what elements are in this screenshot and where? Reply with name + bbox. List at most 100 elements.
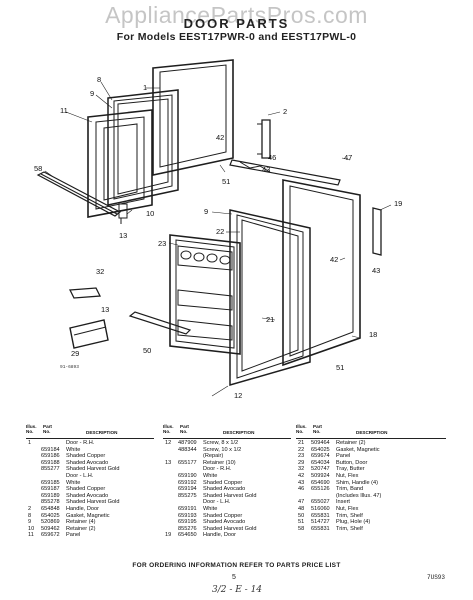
part-no: 654690 [311, 479, 330, 486]
part-no: 659189 [41, 492, 60, 499]
lower-door-gasket [229, 209, 311, 386]
upper-shelf-trim [36, 171, 122, 217]
part-no: 520747 [311, 466, 330, 473]
part-description: White [203, 472, 218, 479]
illus-no: 10 [28, 525, 35, 532]
part-description: Handle, Door [66, 505, 99, 512]
part-description: Shim, Handle (4) [336, 479, 378, 486]
part-description: Retainer (2) [66, 525, 96, 532]
part-description: (Repair) [203, 453, 224, 460]
page-title: DOOR PARTS [183, 16, 290, 31]
callout-42-upper: 42 [216, 133, 224, 142]
part-description: Panel [336, 453, 351, 460]
upper-door-panel [87, 109, 153, 218]
callout-29: 29 [71, 349, 79, 358]
table-header: Illus. No. Part No. DESCRIPTION [26, 424, 154, 439]
callout-46: 46 [268, 153, 276, 162]
page-code: 7US93 [427, 574, 446, 581]
part-description: Shaded Copper [203, 479, 243, 486]
illus-no: 23 [298, 453, 305, 460]
illus-no: 48 [298, 505, 305, 512]
part-description: Shaded Copper [203, 512, 243, 519]
page-subtitle: For Models EEST17PWR-0 and EEST17PWL-0 [116, 31, 357, 43]
illus-no: 21 [298, 440, 305, 446]
header-illus: Illus. No. [296, 424, 307, 434]
callout-51-lower: 51 [336, 363, 344, 372]
part-description: Shaded Avocado [66, 492, 109, 499]
part-description: Shaded Copper [66, 453, 106, 460]
trim-band [229, 159, 341, 186]
illus-no: 29 [298, 459, 305, 466]
part-no: 654034 [311, 459, 330, 466]
illus-no: 9 [28, 519, 32, 526]
part-description: Retainer (4) [66, 519, 96, 526]
part-no: 659185 [41, 479, 60, 486]
callout-1: 1 [143, 83, 147, 92]
table-row: 659189 Shaded Avocado [26, 493, 154, 500]
lower-shelf-trim [128, 311, 192, 335]
callout-9-lower: 9 [204, 207, 208, 216]
part-description: Nut, Flex [336, 505, 359, 512]
butter-tray [68, 287, 102, 299]
table-row: 29 654034 Button, Door [296, 460, 446, 467]
table-row: Door - R.H. [163, 466, 291, 473]
part-description: Button, Door [336, 459, 368, 466]
header-part: Part No. [180, 424, 189, 434]
callout-11: 11 [60, 106, 68, 115]
part-description: White [66, 479, 81, 486]
upper-door-handle [257, 119, 271, 159]
callout-47: 47 [344, 153, 352, 162]
part-no: 654848 [41, 505, 60, 512]
illus-no: 8 [28, 512, 32, 519]
part-no: 855278 [41, 499, 60, 506]
part-description: Gasket, Magnetic [336, 446, 380, 453]
callout-51-upper: 51 [222, 177, 230, 186]
callout-19: 19 [394, 199, 402, 208]
callout-10: 10 [146, 209, 154, 218]
part-no: 855275 [178, 492, 197, 499]
part-description: Shaded Harvest Gold [203, 492, 257, 499]
callout-50: 50 [143, 346, 151, 355]
handwritten-note: 3/2 - E - 14 [212, 585, 263, 595]
illus-no: 32 [298, 466, 305, 473]
part-no: 654025 [41, 512, 60, 519]
part-description: Nut, Flex [336, 472, 359, 479]
table-header: Illus. No. Part No. DESCRIPTION [296, 424, 446, 439]
lower-door-panel [169, 234, 241, 355]
illus-no: 12 [165, 440, 172, 446]
part-description: Insert [336, 499, 350, 506]
table-row: 659185 White [26, 480, 154, 487]
illus-no: 50 [298, 512, 305, 519]
callout-23: 23 [158, 239, 166, 248]
callout-13: 13 [119, 231, 127, 240]
lower-door-outer-frame [282, 179, 361, 367]
header-desc: DESCRIPTION [223, 430, 255, 435]
part-no: 520869 [41, 519, 60, 526]
table-row: 659195 Shaded Avocado [163, 519, 291, 526]
part-description: Shaded Avocado [203, 519, 246, 526]
illus-no: 11 [28, 532, 34, 539]
table-row: Door - L.H. [26, 473, 154, 480]
table-row: (Includes Illus. 47) [296, 493, 446, 500]
door-button [69, 319, 109, 349]
illus-no: 13 [165, 459, 172, 466]
upper-door-gasket [107, 89, 179, 206]
table-row: 855275 Shaded Harvest Gold [163, 493, 291, 500]
callout-leaders [44, 81, 392, 397]
part-description: Shaded Harvest Gold [203, 525, 257, 532]
part-no: 659195 [178, 519, 197, 526]
part-description: Trim, Band [336, 486, 364, 493]
part-no: 659188 [41, 459, 60, 466]
callout-21: 21 [266, 315, 274, 324]
part-no: 659191 [178, 505, 197, 512]
